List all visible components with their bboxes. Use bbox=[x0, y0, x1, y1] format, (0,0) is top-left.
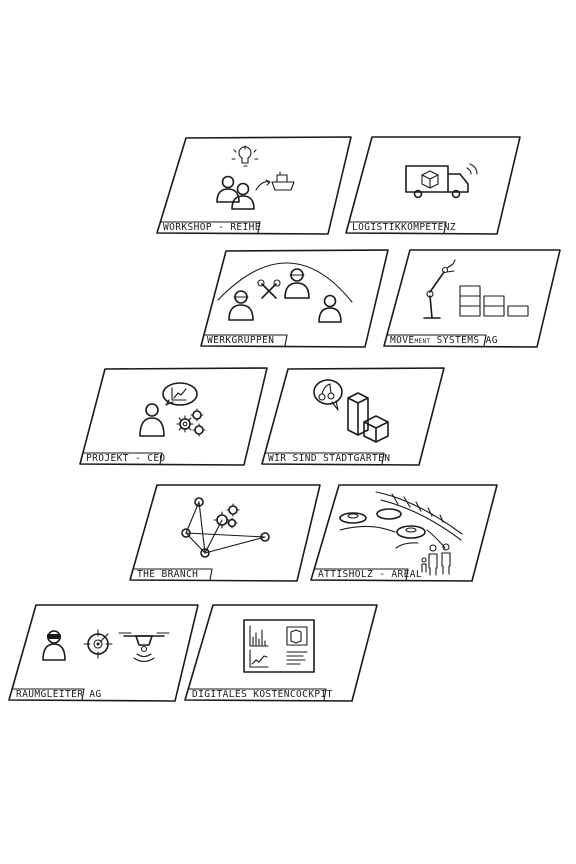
arrow-icon bbox=[255, 179, 271, 191]
buildings-blocks-icon bbox=[347, 392, 389, 443]
tile-label: RAUMGLEITER AG bbox=[16, 689, 102, 700]
tile-label: DIGITALES KOSTENCOCKPIT bbox=[192, 689, 333, 700]
tile-frame bbox=[8, 604, 199, 702]
tools-icon bbox=[257, 279, 281, 299]
worker-helmet-icon bbox=[228, 290, 254, 321]
tile-label: PROJEKT - CEO bbox=[86, 453, 166, 464]
tile-label: WERKGRUPPEN bbox=[207, 335, 274, 346]
chart-bubble-icon bbox=[162, 382, 198, 406]
tile-frame bbox=[261, 367, 445, 466]
tile-raumgleiter[interactable]: RAUMGLEITER AG bbox=[8, 604, 199, 702]
target-icon bbox=[83, 629, 113, 659]
people-family-icon bbox=[421, 543, 451, 576]
tile-label: LOGISTIKKOMPETENZ bbox=[352, 222, 456, 233]
gears-icon bbox=[213, 503, 240, 529]
tile-projekt[interactable]: PROJEKT - CEO bbox=[79, 367, 268, 466]
vr-person-icon bbox=[42, 630, 66, 661]
ship-icon bbox=[271, 171, 295, 191]
tile-frame bbox=[200, 249, 389, 348]
tile-label: MOVEMENT SYSTEMS AG bbox=[390, 335, 498, 346]
lightbulb-icon bbox=[231, 145, 259, 167]
tile-stadtgarten[interactable]: WIR SIND STADTGARTEN bbox=[261, 367, 445, 466]
tile-frame bbox=[383, 249, 561, 348]
person-icon bbox=[139, 403, 165, 437]
network-graph-icon bbox=[181, 497, 270, 558]
tile-frame bbox=[156, 136, 352, 235]
industrial-site-icon bbox=[339, 491, 463, 549]
robot-arm-icon bbox=[423, 259, 456, 319]
tile-frame bbox=[184, 604, 378, 702]
tile-frame bbox=[79, 367, 268, 466]
tile-label: ATTISHOLZ - AREAL bbox=[318, 569, 422, 580]
gears-icon bbox=[176, 408, 206, 437]
storage-shelf-icon bbox=[459, 285, 529, 317]
tile-label: WIR SIND STADTGARTEN bbox=[268, 453, 390, 464]
tile-frame bbox=[345, 136, 521, 235]
tile-movement[interactable]: MOVEMENT SYSTEMS AG bbox=[383, 249, 561, 348]
tile-werkgruppen[interactable]: WERKGRUPPEN bbox=[200, 249, 389, 348]
tile-logistik[interactable]: LOGISTIKKOMPETENZ bbox=[345, 136, 521, 235]
tile-branch[interactable]: THE BRANCH bbox=[129, 484, 321, 582]
arc-line bbox=[217, 262, 353, 303]
tile-workshop[interactable]: WORKSHOP - REIHE bbox=[156, 136, 352, 235]
dashboard-icon bbox=[243, 619, 315, 673]
people-group-icon bbox=[216, 175, 255, 210]
tile-label: WORKSHOP - REIHE bbox=[163, 222, 261, 233]
tile-kostencockpit[interactable]: DIGITALES KOSTENCOCKPIT bbox=[184, 604, 378, 702]
tile-frame bbox=[129, 484, 321, 582]
person-icon bbox=[318, 294, 342, 323]
drone-icon bbox=[118, 632, 170, 663]
delivery-truck-icon bbox=[405, 163, 478, 199]
tile-label: THE BRANCH bbox=[137, 569, 198, 580]
tile-attisholz[interactable]: ATTISHOLZ - AREAL bbox=[310, 484, 498, 582]
tile-frame bbox=[310, 484, 498, 582]
cherries-bubble-icon bbox=[313, 379, 343, 411]
worker-helmet-icon bbox=[284, 268, 310, 299]
